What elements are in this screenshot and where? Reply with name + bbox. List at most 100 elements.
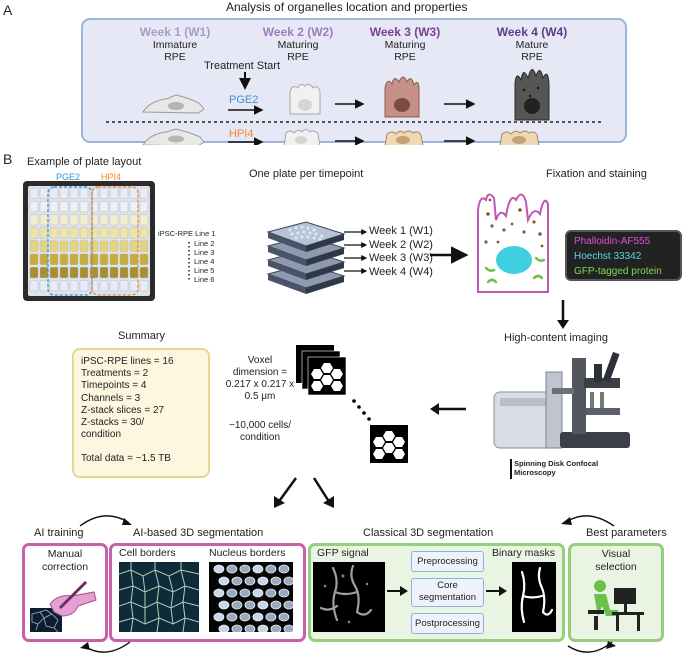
week-2-label: Week 2 (W2): [262, 25, 334, 39]
summary-line: Z-stacks = 30/: [81, 417, 145, 429]
nucleus-shape: [231, 576, 243, 586]
summary-line: Channels = 3: [81, 392, 141, 404]
ai-seg-title: AI-based 3D segmentation: [133, 527, 264, 539]
plate-well: [79, 266, 89, 279]
plate-well: [139, 201, 149, 213]
plate-pge2-label: PGE2: [56, 172, 81, 182]
nucleus-shape: [270, 576, 282, 586]
plate-well: [129, 227, 139, 239]
nucleus-shape: [218, 624, 230, 632]
plate-well: [59, 201, 69, 213]
split-arrows: [274, 477, 334, 508]
plate-line-5: Line 5: [194, 266, 215, 275]
nucleus-borders-image: [209, 562, 293, 632]
plate-hpi4-label: HPI4: [101, 172, 122, 182]
plate-week-4: Week 4 (W4): [369, 266, 433, 278]
plate-well: [79, 201, 89, 213]
binary-masks-label: Binary masks: [492, 547, 556, 559]
staining-legend: Phalloidin-AF555 Hoechst 33342 GFP-tagge…: [565, 230, 682, 281]
nucleus-shape: [218, 600, 230, 610]
nucleus-shape: [244, 624, 256, 632]
plate-well: [29, 266, 39, 279]
plate-well: [29, 201, 39, 213]
plate-well: [79, 253, 89, 265]
image-stack-graphic: [296, 345, 408, 463]
plate-well: [99, 253, 109, 265]
plate-well: [59, 266, 69, 279]
summary-box: iPSC-RPE lines = 16 Treatments = 2 Timep…: [72, 348, 210, 478]
manual-correction-icon: [30, 580, 97, 633]
plate-well: [69, 240, 79, 252]
nucleus-shape: [226, 612, 238, 622]
nucleus-shape: [278, 564, 290, 574]
plate-well: [119, 280, 129, 292]
nucleus-shape: [226, 564, 238, 574]
plate-well: [49, 201, 59, 213]
plate-well: [29, 187, 39, 199]
best-loop-return-arrow: [567, 641, 616, 653]
plate-well: [109, 240, 119, 252]
voxel-line-3: 0.217 x 0.217 x: [225, 379, 295, 390]
plate-well: [79, 240, 89, 252]
nucleus-shape: [244, 576, 256, 586]
plate-well: [59, 214, 69, 226]
week-1-sub1: Immature: [152, 39, 198, 51]
plate-well: [119, 214, 129, 226]
step-preprocessing: Preprocessing: [411, 551, 484, 572]
plate-well: [129, 266, 139, 279]
plate-well: [59, 280, 69, 292]
plate-lines-dots: [188, 242, 190, 282]
week-2-sub2: RPE: [287, 51, 309, 63]
plate-well: [39, 253, 49, 265]
best-params-title: Best parameters: [586, 527, 667, 539]
plate-well: [29, 214, 39, 226]
plate-line-2: Line 2: [194, 239, 215, 248]
plate-well: [39, 214, 49, 226]
plate-well: [39, 240, 49, 252]
plate-well: [39, 227, 49, 239]
plate-well: [49, 240, 59, 252]
plate-well: [119, 240, 129, 252]
week-3-sub2: RPE: [394, 51, 416, 63]
plate-well: [89, 280, 99, 292]
plate-well: [109, 227, 119, 239]
plate-well: [79, 214, 89, 226]
gfp-signal-label: GFP signal: [317, 547, 369, 559]
plate-week-3: Week 3 (W3): [369, 252, 433, 264]
plate-well: [69, 201, 79, 213]
week-4-label: Week 4 (W4): [496, 25, 568, 39]
panel-b-letter-text: B: [3, 151, 13, 167]
nucleus-shape: [257, 624, 269, 632]
plate-well: [29, 253, 39, 265]
treatment-start-label: Treatment Start: [204, 60, 281, 72]
nucleus-shape: [265, 588, 277, 598]
visual-selection-2: selection: [595, 561, 637, 573]
plate-well: [139, 253, 149, 265]
plate-well: [49, 227, 59, 239]
ai-training-loop-arrow: [79, 515, 132, 527]
week-3-label: Week 3 (W3): [369, 25, 441, 39]
plate-well: [59, 227, 69, 239]
imaging-to-data-arrow: [430, 403, 466, 415]
plate-well: [139, 266, 149, 279]
voxel-line-1: Voxel: [247, 355, 273, 366]
visual-selection-1: Visual: [601, 548, 631, 560]
plate-line-3: Line 3: [194, 248, 215, 257]
nucleus-shape: [231, 600, 243, 610]
binary-masks-image: [512, 562, 556, 632]
plate-well: [89, 201, 99, 213]
plate-well: [59, 240, 69, 252]
plate-well: [39, 201, 49, 213]
panel-a-letter: A: [3, 2, 13, 18]
plate-well: [89, 227, 99, 239]
week-4-sub1: Mature: [515, 39, 549, 51]
plate-well: [119, 266, 129, 279]
nucleus-shape: [239, 612, 251, 622]
plate-well: [109, 214, 119, 226]
nucleus-shape: [265, 612, 277, 622]
plate-week-1: Week 1 (W1): [369, 225, 433, 237]
plate-well: [29, 227, 39, 239]
plate-well: [49, 214, 59, 226]
ai-loop-return-arrow: [80, 641, 131, 653]
plate-well: [39, 280, 49, 292]
